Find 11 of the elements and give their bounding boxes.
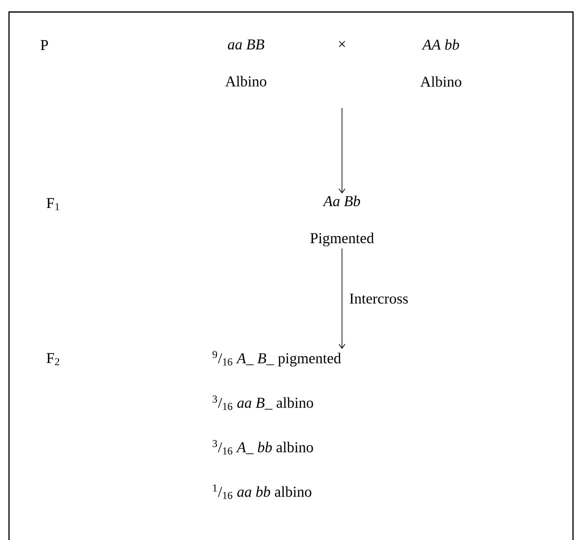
- row-label: P: [40, 40, 48, 50]
- genotype-text: AA bb Albino: [420, 39, 462, 87]
- edge-label: Intercross: [350, 294, 408, 304]
- row-label: F$_{2}$: [46, 353, 60, 366]
- genotype-list: $^{9}$/$_{16}$ A_ B_ pigmented $^{3}$/$_{16}$ aa B_ albino $^{3}$/$_{16}$ A_ bb albino $^{1}$/$_{16}$ aa bb albino: [212, 351, 341, 499]
- row-label: F$_{1}$: [46, 198, 60, 210]
- cross-symbol: ×: [338, 40, 346, 48]
- genotype-text: Aa Bb Pigmented: [310, 196, 374, 246]
- genotype-text: aa BB Albino: [225, 40, 266, 86]
- arrow: [338, 108, 346, 194]
- arrow: [338, 248, 346, 349]
